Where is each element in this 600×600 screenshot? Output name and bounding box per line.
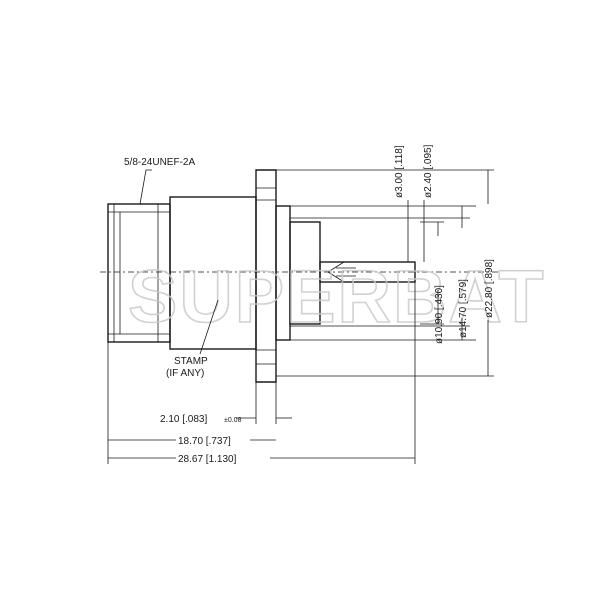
dimension-dia-22-80: ø22.80 [.898] [276, 169, 495, 377]
dimension-2-10: 2.10 [.083] ±0.08 [160, 382, 292, 425]
watermark-text: SUPERBAT [128, 255, 546, 338]
dim-2-10-label: 2.10 [.083] [160, 414, 207, 425]
stamp-leader [199, 299, 219, 355]
dim-18-70-label: 18.70 [.737] [178, 436, 231, 447]
dia-14-70-label: ø14.70 [.579] [458, 279, 469, 338]
dimension-28-67: 28.67 [1.130] [108, 282, 416, 465]
stamp-label-sub: (IF ANY) [166, 368, 204, 379]
dimension-18-70: 18.70 [.737] [107, 342, 276, 464]
dim-28-67-label: 28.67 [1.130] [178, 454, 237, 465]
dimension-dia-14-70: ø14.70 [.579] [276, 205, 476, 341]
dia-3-00-label: ø3.00 [.118] [394, 145, 405, 198]
center-pin [319, 261, 416, 283]
dia-10-90-label: ø10.90 [.430] [434, 285, 445, 344]
dimension-dia-10-90: ø10.90 [.430] [420, 221, 445, 344]
dia-22-80-label: ø22.80 [.898] [484, 259, 495, 318]
stamp-label: STAMP [174, 356, 208, 367]
dim-2-10-tolerance: ±0.08 [224, 417, 242, 424]
dimension-dia-2-40: ø2.40 [.095] [423, 144, 434, 262]
dimension-dia-3-00: ø3.00 [.118] [276, 145, 414, 262]
thread-label: 5/8-24UNEF-2A [124, 157, 195, 168]
dia-2-40-label: ø2.40 [.095] [423, 144, 434, 198]
thread-leader [139, 169, 152, 205]
